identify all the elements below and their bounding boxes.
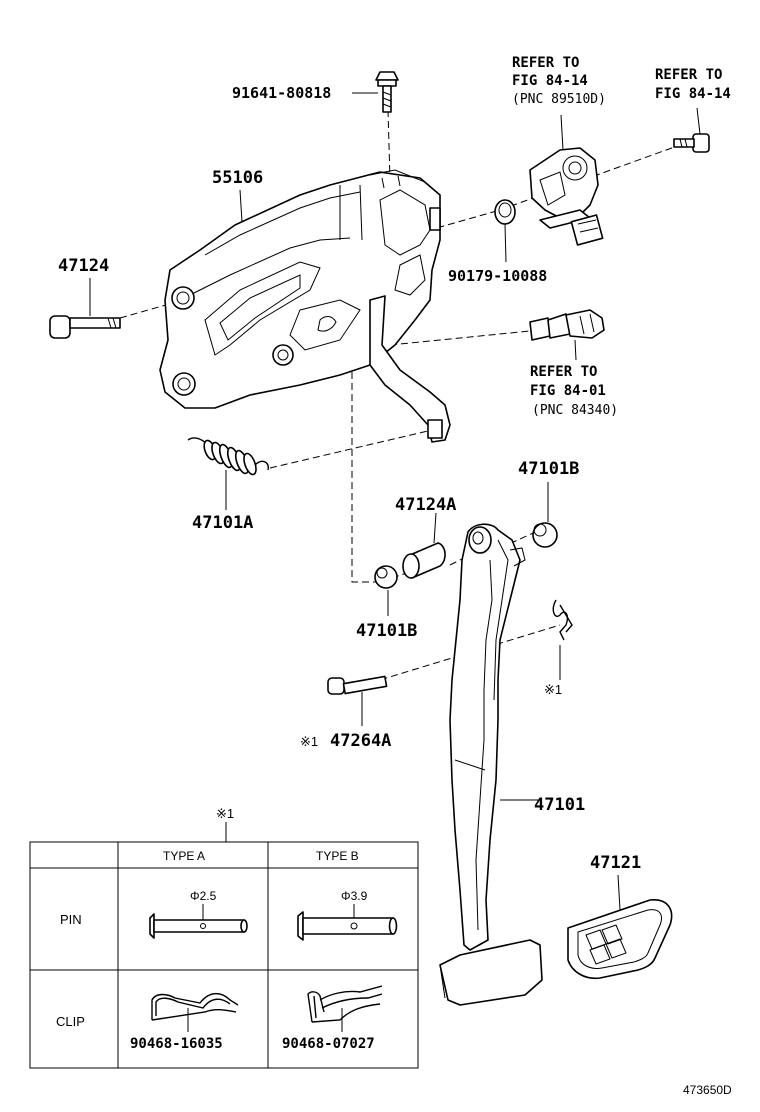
ref2-line1: REFER TO (655, 67, 722, 83)
pin-clip-type-table: ※1 TYPE A TYPE B PIN CLIP Φ2.5 Φ3.9 (29, 806, 419, 1069)
label-47124: 47124 (58, 256, 109, 276)
table-row-clip: CLIP (56, 1014, 85, 1029)
figure-id: 473650D (683, 1083, 732, 1097)
spring-47101a (187, 437, 269, 510)
pin-type-a-drawing: Φ2.5 (149, 889, 248, 939)
ref3-line3: (PNC 84340) (532, 403, 618, 418)
bushing-47101b-mid (374, 565, 398, 616)
ref1-line3: (PNC 89510D) (512, 92, 606, 107)
table-note-mark: ※1 (216, 806, 234, 821)
refer-note-2: REFER TO FIG 84-14 (655, 67, 731, 102)
switch-assembly-89510d (529, 114, 604, 246)
label-90179-10088: 90179-10088 (448, 267, 547, 285)
clutch-arm-upper (369, 295, 451, 443)
bolt-ref-84-14 (673, 107, 710, 153)
clip-note-1 (552, 599, 573, 680)
label-47101b-mid: 47101B (356, 621, 417, 641)
pedal-arm-47101 (449, 523, 540, 951)
clip-b-part-number: 90468-07027 (282, 1036, 375, 1052)
label-47101b-top: 47101B (518, 459, 579, 479)
pin-type-b-drawing: Φ3.9 (297, 889, 398, 941)
bushing-90179 (494, 199, 516, 263)
clip-a-part-number: 90468-16035 (130, 1036, 223, 1052)
bolt-91641 (352, 71, 399, 113)
refer-note-1: REFER TO FIG 84-14 (PNC 89510D) (512, 55, 606, 107)
table-header-type-b: TYPE B (316, 849, 359, 863)
bushing-47101b-top (532, 482, 558, 548)
pedal-pad-mounted (439, 939, 543, 1006)
stop-lamp-switch-84340 (529, 309, 605, 361)
table-header-type-a: TYPE A (163, 849, 205, 863)
pedal-pad-47121 (567, 874, 673, 980)
ref3-line2: FIG 84-01 (530, 383, 606, 399)
ref3-line1: REFER TO (530, 364, 597, 380)
label-47264a: 47264A (330, 731, 391, 751)
collar-47124a (402, 512, 446, 579)
bolt-47124 (49, 278, 121, 339)
ref2-line2: FIG 84-14 (655, 86, 731, 102)
label-55106: 55106 (212, 168, 263, 188)
label-47121: 47121 (590, 853, 641, 873)
label-47124a: 47124A (395, 495, 456, 515)
ref1-line2: FIG 84-14 (512, 73, 588, 89)
label-47101: 47101 (534, 795, 585, 815)
clip-type-a-drawing: 90468-16035 (130, 992, 239, 1052)
label-47101a: 47101A (192, 513, 253, 533)
pin-47264a (327, 675, 388, 726)
label-91641-80818: 91641-80818 (232, 84, 331, 102)
pin-a-diameter: Φ2.5 (190, 889, 217, 903)
refer-note-3: REFER TO FIG 84-01 (PNC 84340) (530, 364, 618, 418)
clip-type-b-drawing: 90468-07027 (282, 985, 383, 1052)
table-row-pin: PIN (60, 912, 82, 927)
pin-b-diameter: Φ3.9 (341, 889, 368, 903)
ref1-line1: REFER TO (512, 55, 579, 71)
note-mark-clip: ※1 (544, 682, 562, 697)
note-mark-pin: ※1 (300, 734, 318, 749)
